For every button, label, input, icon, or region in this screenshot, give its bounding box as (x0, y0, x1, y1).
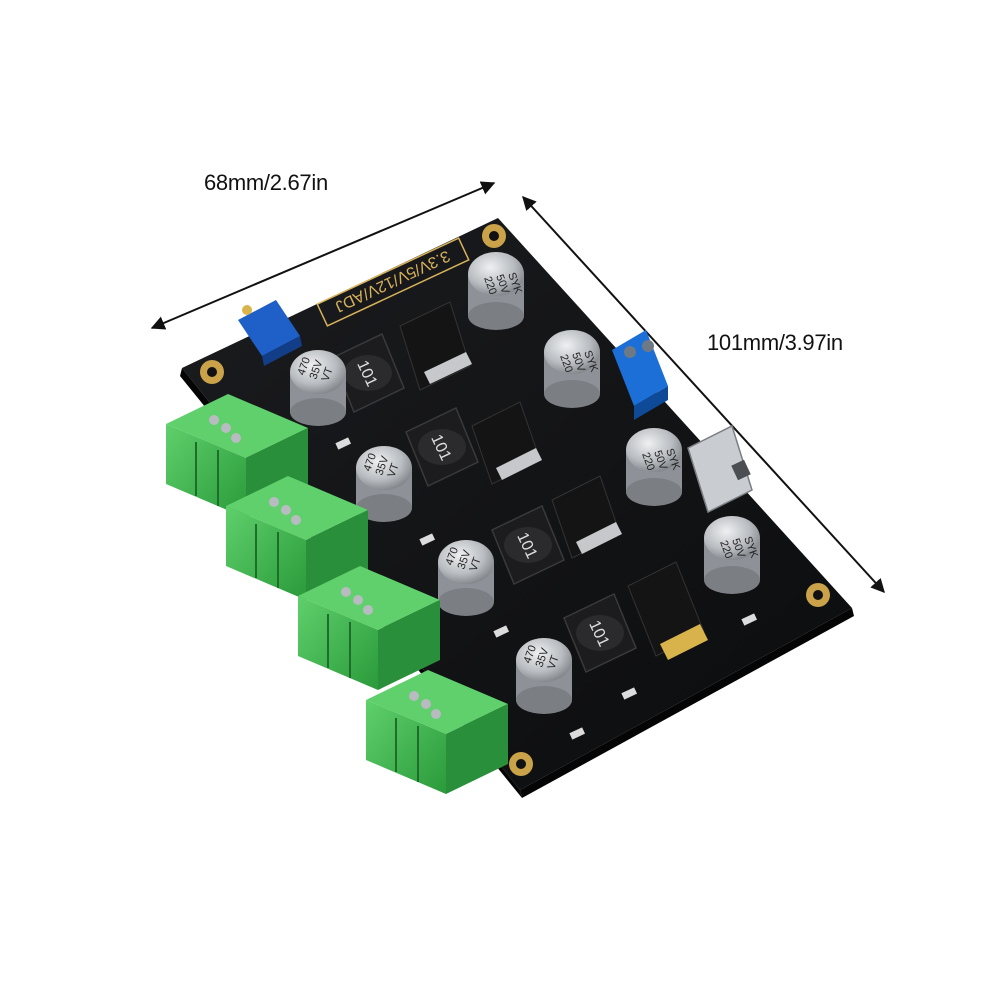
length-dimension-arrow (522, 195, 885, 594)
cap-text-line: 220 (481, 275, 499, 296)
inductor: 101 (405, 406, 479, 488)
capacitor-220uf: 220 50V SYK (544, 330, 600, 408)
big-capacitors: 220 50V SYK 220 50V SYK 220 50V SYK 220 … (468, 252, 760, 594)
inductors: 101 101 101 101 (331, 332, 637, 674)
capacitor-220uf: 220 50V SYK (626, 428, 682, 506)
trimmer-potentiometer (238, 300, 302, 366)
inductor: 101 (491, 504, 565, 586)
capacitor-470uf: 470 35V VT (438, 540, 494, 616)
regulator-ics (399, 301, 708, 660)
green-terminal-blocks (166, 394, 508, 794)
input-terminal-block (612, 330, 668, 420)
output-terminal-block (366, 670, 508, 794)
cap-text-line: 470 (362, 452, 380, 473)
capacitor-470uf: 470 35V VT (290, 350, 346, 426)
slide-switch (687, 424, 753, 514)
smd-components (335, 437, 758, 740)
capacitor-220uf: 220 50V SYK (468, 252, 524, 330)
mounting-holes (200, 224, 830, 776)
capacitor-470uf: 470 35V VT (356, 446, 412, 522)
cap-text-line: 220 (557, 353, 575, 374)
output-terminal-block (298, 566, 440, 690)
length-dimension-label: 101mm/3.97in (707, 330, 843, 355)
cap-text-line: VT (320, 365, 336, 383)
capacitor-470uf: 470 35V VT (516, 638, 572, 714)
cap-text-line: 470 (444, 546, 462, 567)
cap-text-line: 220 (717, 539, 735, 560)
cap-text-line: VT (546, 653, 562, 671)
cap-text-line: VT (386, 461, 402, 479)
small-capacitors: 470 35V VT 470 35V VT 470 35V VT 470 35V (290, 350, 572, 714)
inductor: 101 (563, 592, 637, 674)
capacitor-220uf: 220 50V SYK (704, 516, 760, 594)
inductor: 101 (331, 332, 405, 414)
cap-text-line: 470 (522, 644, 540, 665)
cap-text-line: VT (468, 555, 484, 573)
cap-text-line: 220 (639, 451, 657, 472)
cap-text-line: 470 (296, 356, 314, 377)
width-dimension-arrow (150, 181, 496, 330)
width-dimension-label: 68mm/2.67in (204, 170, 328, 195)
